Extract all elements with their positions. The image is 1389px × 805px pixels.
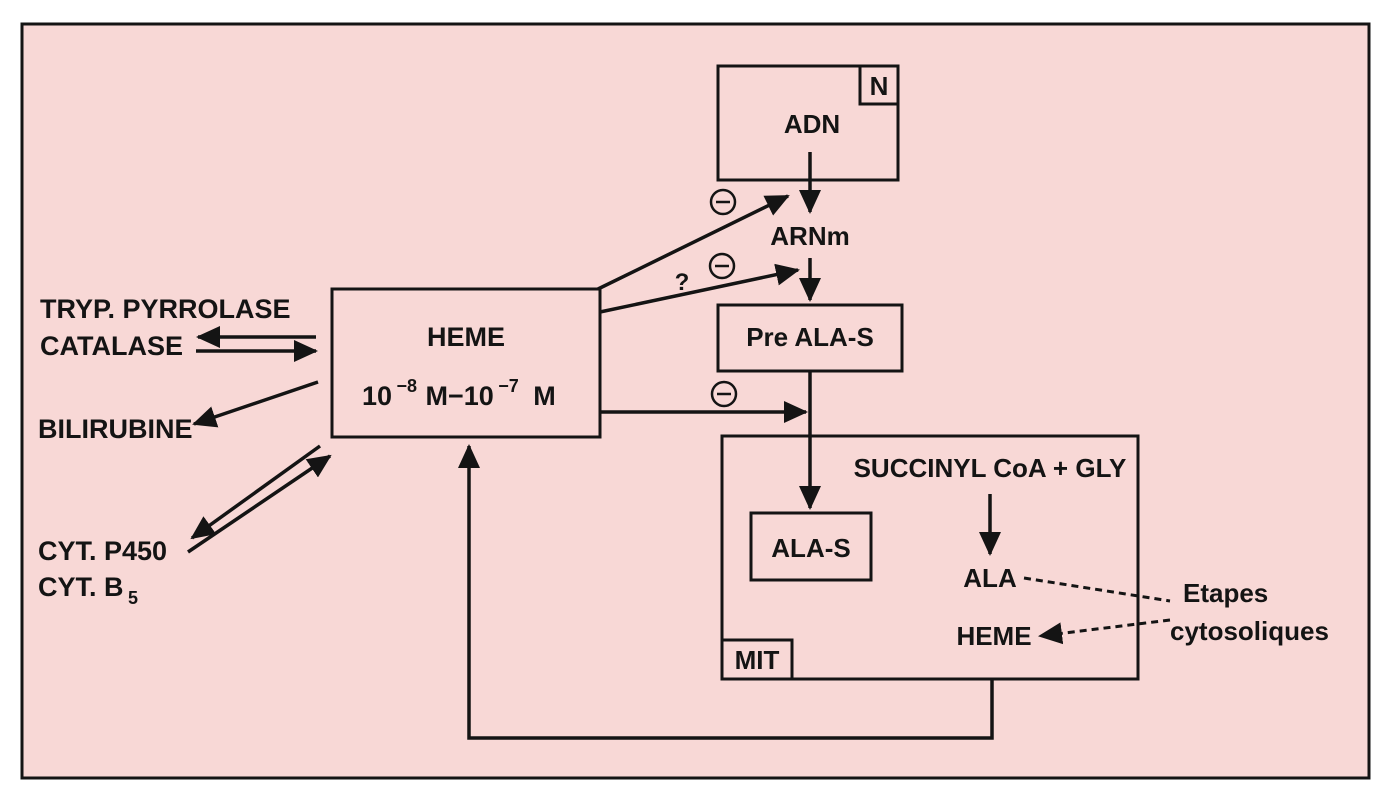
heme-box (330, 287, 602, 439)
heme-conc-exponent-1: −8 (397, 376, 418, 396)
ala-label: ALA (963, 563, 1017, 593)
arrow-heme-inhibits-translation (599, 263, 800, 314)
catalase-label: CATALASE (40, 331, 183, 361)
etapes-label: Etapes (1183, 578, 1268, 608)
adn-label: ADN (784, 109, 840, 139)
arrow-cyt-to-heme (187, 454, 332, 554)
heme-conc-mid: M−10 (425, 381, 493, 411)
arrow-heme-to-bilirubine (192, 380, 319, 428)
question-mark: ? (675, 269, 690, 296)
cyt-b-prefix: CYT. B (38, 572, 124, 602)
alas-label: ALA-S (771, 533, 850, 563)
cytosoliques-label: cytosoliques (1170, 616, 1329, 646)
mit-label-box (720, 638, 794, 681)
heme-conc-unit: M (533, 381, 556, 411)
arrow-heme-to-cyt-p450 (190, 444, 322, 540)
heme-title: HEME (427, 322, 505, 352)
nucleus-label: N (870, 71, 889, 101)
nucleus-label-box (858, 64, 900, 106)
heme-concentration: 10 −8 M−10 −7 M (362, 376, 556, 411)
heme-conc-exponent-2: −7 (498, 376, 519, 396)
arrow-mit-heme-feedback (458, 444, 994, 740)
minus-circle-icon (708, 252, 736, 280)
dashed-etapes-to-heme (1038, 618, 1171, 645)
mit-label: MIT (735, 645, 780, 675)
cyt-p450-label: CYT. P450 (38, 536, 167, 566)
heme-mit-label: HEME (956, 621, 1031, 651)
alas-box (749, 511, 873, 582)
cyt-b5-label: CYT. B 5 (38, 572, 138, 608)
pre-alas-label: Pre ALA-S (746, 322, 874, 352)
succinyl-label: SUCCINYL CoA + GLY (854, 453, 1127, 483)
nucleus-box (716, 64, 900, 182)
mitochondrion-box (720, 434, 1140, 681)
arnm-label: ARNm (770, 221, 849, 251)
bilirubine-label: BILIRUBINE (38, 414, 193, 444)
heme-conc-base: 10 (362, 381, 392, 411)
dashed-ala-to-etapes (1023, 576, 1171, 603)
cyt-b-subscript: 5 (128, 588, 138, 608)
minus-circle-icon (710, 380, 738, 408)
tryp-pyrrolase-label: TRYP. PYRROLASE (40, 294, 291, 324)
diagram-background (20, 22, 1371, 780)
arrow-heme-inhibits-transcription (597, 194, 790, 291)
minus-circle-icon (709, 188, 737, 216)
